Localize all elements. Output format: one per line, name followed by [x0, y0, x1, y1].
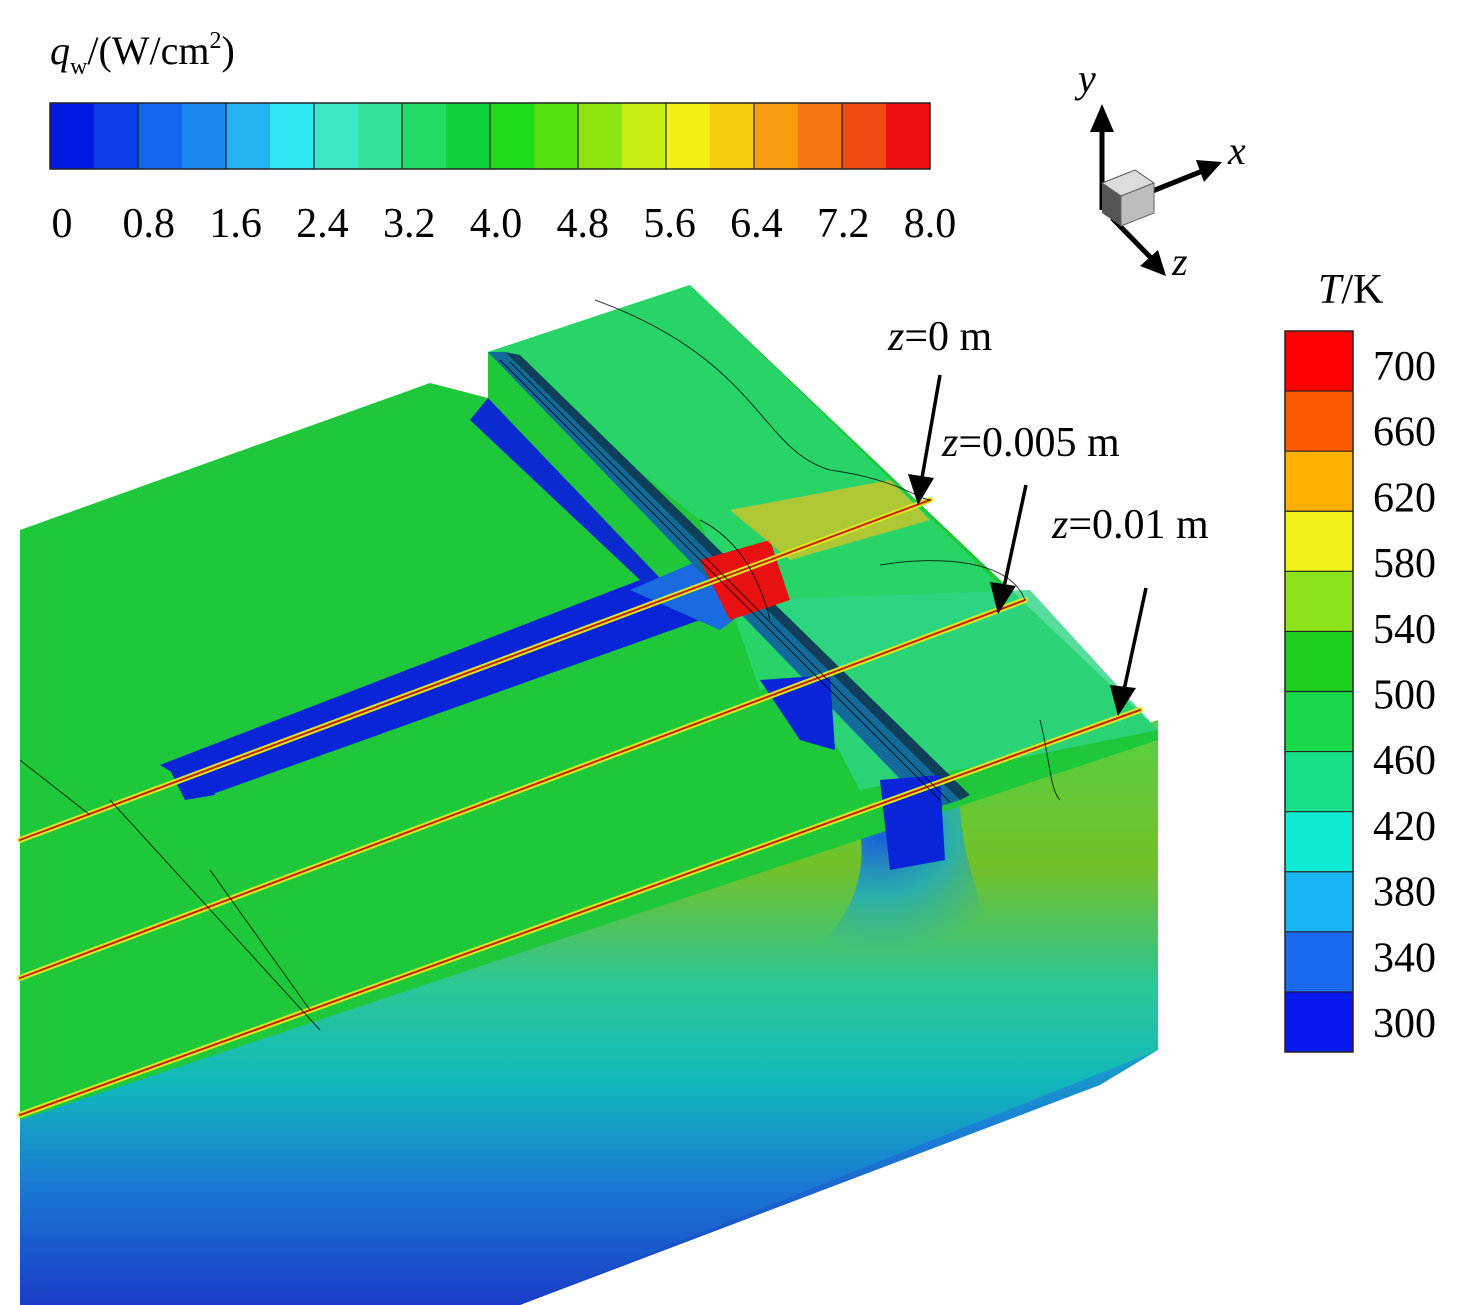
annotation-z001-arrow	[1122, 587, 1148, 691]
t-tick-label: 500	[1373, 673, 1436, 719]
qw-colorbar-swatch	[842, 103, 887, 169]
t-tick-label: 700	[1373, 344, 1436, 390]
qw-colorbar-swatch	[50, 103, 95, 169]
t-legend-swatch	[1285, 631, 1353, 692]
x-axis-arrow	[1149, 165, 1211, 195]
qw-title-superscript: 2	[210, 28, 222, 54]
contour-lines	[19, 299, 1061, 1031]
t-legend-swatch	[1285, 811, 1353, 873]
qw-colorbar-swatch	[666, 103, 711, 169]
qw-colorbar-swatch	[534, 103, 579, 169]
axes-triad: y x z	[1074, 56, 1246, 284]
qw-colorbar-frame	[49, 102, 931, 170]
qw-colorbar-swatch	[490, 103, 535, 169]
t-legend-swatch	[1285, 751, 1353, 813]
t-legend-swatch	[1285, 331, 1353, 392]
t-tick-label: 300	[1373, 1001, 1436, 1047]
cube-front-icon	[1120, 182, 1155, 227]
qw-tick-label: 2.4	[296, 201, 349, 247]
y-axis-label: y	[1074, 56, 1096, 101]
temperature-legend	[1284, 330, 1354, 1053]
annotation-z001-label: z=0.01 m	[1051, 502, 1209, 548]
qw-colorbar-swatch	[270, 103, 315, 169]
z-arrowhead-icon	[1140, 250, 1166, 276]
qw-tick-label: 7.2	[817, 201, 870, 247]
qw-colorbar-swatch	[94, 103, 139, 169]
t-tick-label: 420	[1373, 804, 1436, 850]
t-legend-swatch	[1285, 691, 1353, 753]
t-legend-swatch	[1285, 931, 1353, 993]
qw-colorbar-swatch	[182, 103, 227, 169]
x-arrowhead-icon	[1196, 160, 1222, 182]
t-legend-swatch	[1285, 511, 1353, 572]
qw-colorbar	[49, 102, 931, 170]
t-tick-label: 540	[1373, 607, 1436, 653]
groove-wall	[470, 398, 700, 620]
t-tick-labels: 700 660 620 580 540 500 460 420 380 340 300	[1373, 344, 1436, 1047]
y-arrowhead-icon	[1090, 104, 1114, 132]
t-legend-swatch	[1285, 991, 1353, 1053]
annotation-z0-arrow	[920, 374, 942, 479]
t-legend-title: T/K	[1318, 267, 1383, 313]
z-axis-label: z	[1171, 239, 1188, 284]
t-title-symbol: T	[1318, 267, 1344, 313]
qw-colorbar-swatch	[710, 103, 755, 169]
t-legend-swatch	[1285, 451, 1353, 512]
qw-tick-label: 1.6	[209, 201, 262, 247]
model-3d	[17, 285, 1158, 1305]
qw-colorbar-swatch	[138, 103, 183, 169]
qw-colorbar-swatch	[314, 103, 359, 169]
qw-colorbar-title: qw/(W/cm2)	[50, 28, 235, 80]
t-tick-label: 580	[1373, 541, 1436, 587]
annotation-z005-label: z=0.005 m	[941, 420, 1120, 466]
t-tick-label: 660	[1373, 410, 1436, 456]
qw-colorbar-swatch	[886, 103, 931, 169]
qw-tick-label: 5.6	[643, 201, 696, 247]
qw-colorbar-swatch	[754, 103, 799, 169]
t-legend-swatch	[1285, 391, 1353, 452]
qw-tick-labels: 0 0.8 1.6 2.4 3.2 4.0 4.8 5.6 6.4 7.2 8.0	[52, 201, 957, 247]
z-axis-arrow	[1110, 216, 1157, 264]
qw-tick-label: 0.8	[123, 201, 176, 247]
annotation-z005: z=0.005 m	[941, 420, 1120, 614]
qw-tick-label: 4.0	[470, 201, 523, 247]
t-tick-label: 340	[1373, 935, 1436, 981]
annotation-z0: z=0 m	[887, 314, 993, 505]
t-legend-frame	[1284, 330, 1354, 1053]
qw-colorbar-swatch	[578, 103, 623, 169]
t-tick-label: 380	[1373, 870, 1436, 916]
t-legend-swatch	[1285, 871, 1353, 933]
annotation-z005-arrow	[1002, 484, 1028, 588]
qw-colorbar-swatch	[622, 103, 667, 169]
t-title-unit: /K	[1341, 267, 1383, 313]
slice-lines	[17, 497, 1143, 1118]
upper-plate	[488, 285, 1025, 690]
annotation-z005-arrowhead-icon	[990, 582, 1016, 614]
qw-tick-label: 6.4	[730, 201, 783, 247]
qw-title-subscript: w	[70, 54, 88, 80]
qw-colorbar-swatch	[226, 103, 271, 169]
qw-colorbar-swatch	[798, 103, 843, 169]
qw-title-close: )	[222, 28, 235, 73]
qw-title-unit: /(W/cm	[87, 28, 209, 73]
qw-tick-label: 8.0	[904, 201, 957, 247]
qw-title-symbol: q	[50, 28, 70, 73]
qw-tick-label: 0	[52, 201, 73, 247]
annotation-z001: z=0.01 m	[1051, 502, 1209, 716]
qw-colorbar-swatch	[446, 103, 491, 169]
t-legend-swatch	[1285, 571, 1353, 632]
t-tick-label: 460	[1373, 738, 1436, 784]
cube-side-icon	[1102, 183, 1121, 226]
qw-tick-label: 3.2	[383, 201, 436, 247]
qw-tick-label: 4.8	[557, 201, 610, 247]
warm-zone	[730, 480, 930, 560]
annotation-z0-label: z=0 m	[887, 314, 993, 360]
annotation-z0-arrowhead-icon	[908, 474, 934, 505]
x-axis-label: x	[1227, 128, 1246, 173]
annotation-z001-arrowhead-icon	[1110, 685, 1136, 716]
qw-colorbar-swatch	[358, 103, 403, 169]
t-tick-label: 620	[1373, 475, 1436, 521]
qw-colorbar-swatch	[402, 103, 447, 169]
